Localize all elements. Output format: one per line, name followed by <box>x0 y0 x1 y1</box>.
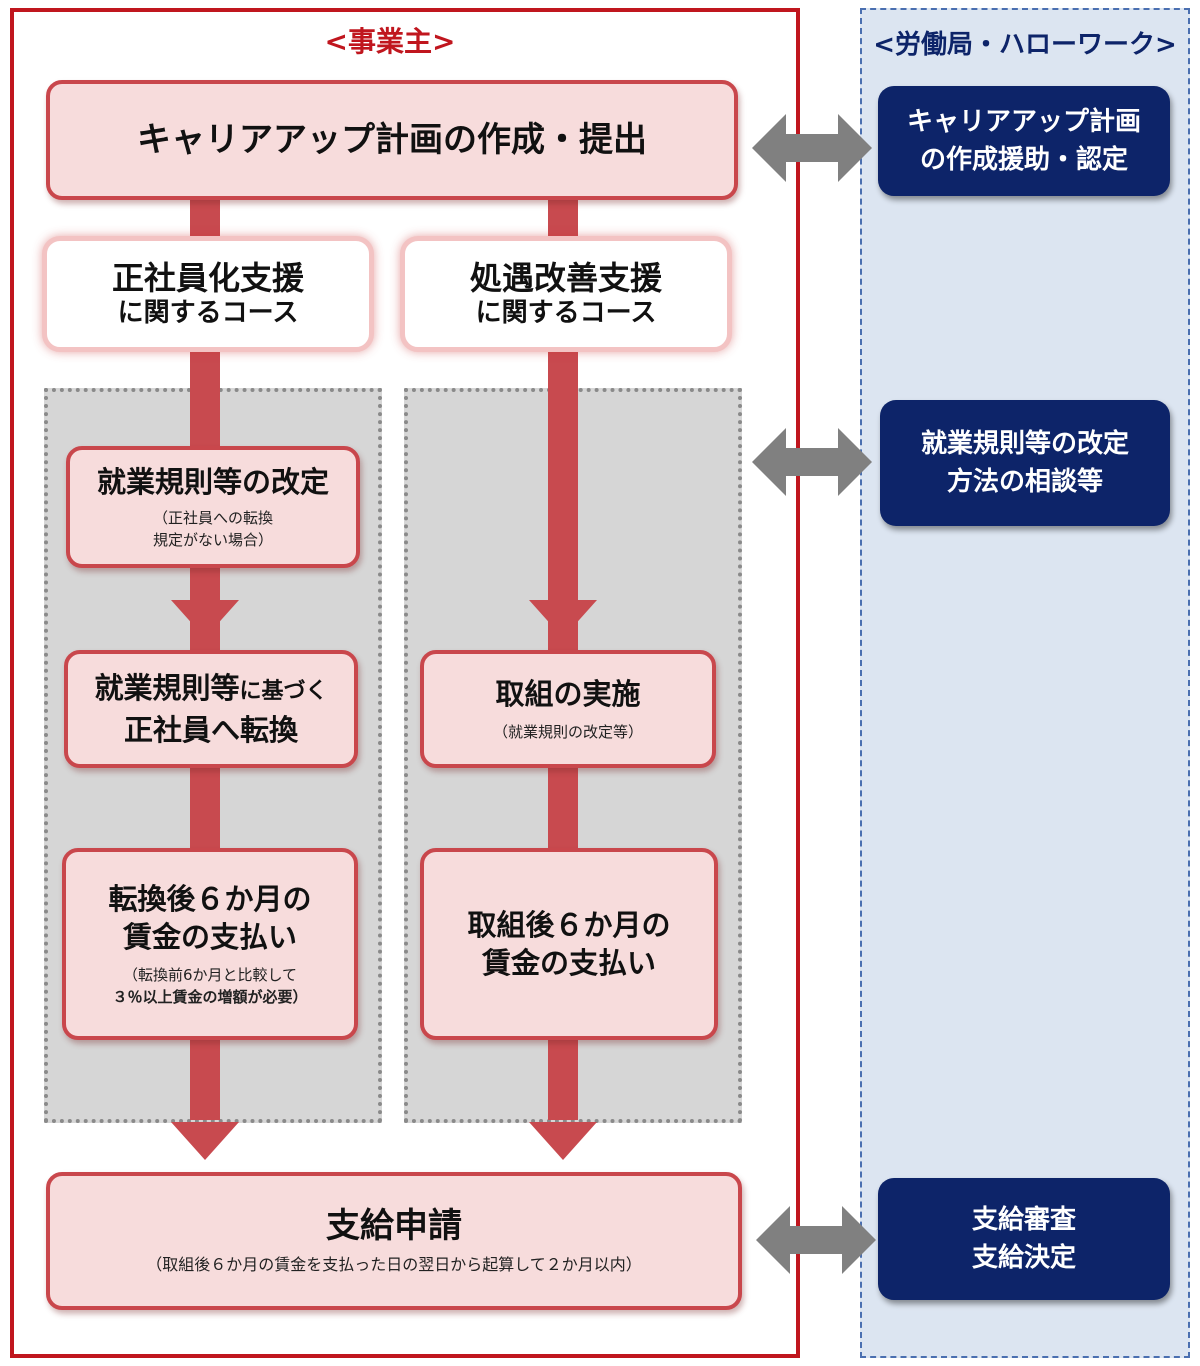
right-arrow-head-2 <box>529 1122 597 1160</box>
implementation-box: 取組の実施 （就業規則の改定等） <box>420 650 716 768</box>
implementation-title: 取組の実施 <box>495 677 641 711</box>
benefit-application-box: 支給申請 （取組後６か月の賃金を支払った日の翌日から起算して２か月以内） <box>46 1172 742 1310</box>
regular-conversion-line2: 正社員へ転換 <box>123 713 298 747</box>
regular-conversion-box: 就業規則等に基づく 正社員へ転換 <box>64 650 358 768</box>
rules-revision-note-line2: 規定がない場合） <box>152 531 273 549</box>
regular-conversion-line1-small: に基づく <box>239 679 328 704</box>
right-arrow-head-1 <box>529 600 597 638</box>
benefit-application-title: 支給申請 <box>326 1206 462 1246</box>
regular-conversion-line1-main: 就業規則等 <box>94 671 240 705</box>
bureau-rules-consultation-box: 就業規則等の改定 方法の相談等 <box>880 400 1170 526</box>
double-arrow-icon <box>752 428 872 496</box>
bureau-benefit-decision-box: 支給審査 支給決定 <box>878 1178 1170 1300</box>
rules-revision-box: 就業規則等の改定 （正社員への転換 規定がない場合） <box>66 446 360 568</box>
bureau-benefit-decision-line2: 支給決定 <box>971 1243 1076 1273</box>
left-wage-payment-box: 転換後６か月の 賃金の支払い （転換前6か月と比較して ３％以上賃金の増額が必要… <box>62 848 358 1040</box>
double-arrow-icon <box>752 114 872 182</box>
rules-revision-title: 就業規則等の改定 <box>96 465 329 499</box>
bureau-plan-support-line2: の作成援助・認定 <box>919 145 1128 175</box>
labor-bureau-title: <労働局・ハローワーク> <box>873 30 1177 60</box>
left-wage-note-line1: （転換前6か月と比較して <box>122 966 298 984</box>
implementation-note: （就業規則の改定等） <box>492 723 643 741</box>
left-arrow-head-2 <box>171 1122 239 1160</box>
bureau-plan-support-box: キャリアアップ計画 の作成援助・認定 <box>878 86 1170 196</box>
regular-employee-course-subtitle: に関するコース <box>117 298 299 328</box>
treatment-improvement-course-box: 処遇改善支援 に関するコース <box>400 236 732 352</box>
left-wage-note-line2: ３％以上賃金の増額が必要） <box>112 988 308 1006</box>
regular-employee-course-box: 正社員化支援 に関するコース <box>42 236 374 352</box>
career-up-plan-label: キャリアアップ計画の作成・提出 <box>137 120 647 160</box>
benefit-application-note: （取組後６か月の賃金を支払った日の翌日から起算して２か月以内） <box>146 1255 642 1274</box>
bureau-rules-consultation-line2: 方法の相談等 <box>946 467 1103 497</box>
left-wage-line2: 賃金の支払い <box>122 920 297 954</box>
left-arrow-head-1 <box>171 600 239 638</box>
bureau-plan-support-line1: キャリアアップ計画 <box>906 107 1141 137</box>
bureau-benefit-decision-line1: 支給審査 <box>971 1205 1076 1235</box>
right-wage-line2: 賃金の支払い <box>481 946 656 980</box>
career-up-plan-box: キャリアアップ計画の作成・提出 <box>46 80 738 200</box>
double-arrow-icon <box>756 1206 876 1274</box>
rules-revision-note-line1: （正社員への転換 <box>152 509 273 527</box>
regular-employee-course-title: 正社員化支援 <box>111 259 304 297</box>
labor-bureau-panel <box>860 8 1190 1358</box>
left-wage-line1: 転換後６か月の <box>108 882 312 916</box>
bureau-rules-consultation-line1: 就業規則等の改定 <box>920 429 1129 459</box>
employer-title: <事業主> <box>324 25 456 58</box>
right-wage-payment-box: 取組後６か月の 賃金の支払い <box>420 848 718 1040</box>
treatment-improvement-course-title: 処遇改善支援 <box>469 259 662 297</box>
treatment-improvement-course-subtitle: に関するコース <box>475 298 657 328</box>
right-wage-line1: 取組後６か月の <box>467 908 671 942</box>
